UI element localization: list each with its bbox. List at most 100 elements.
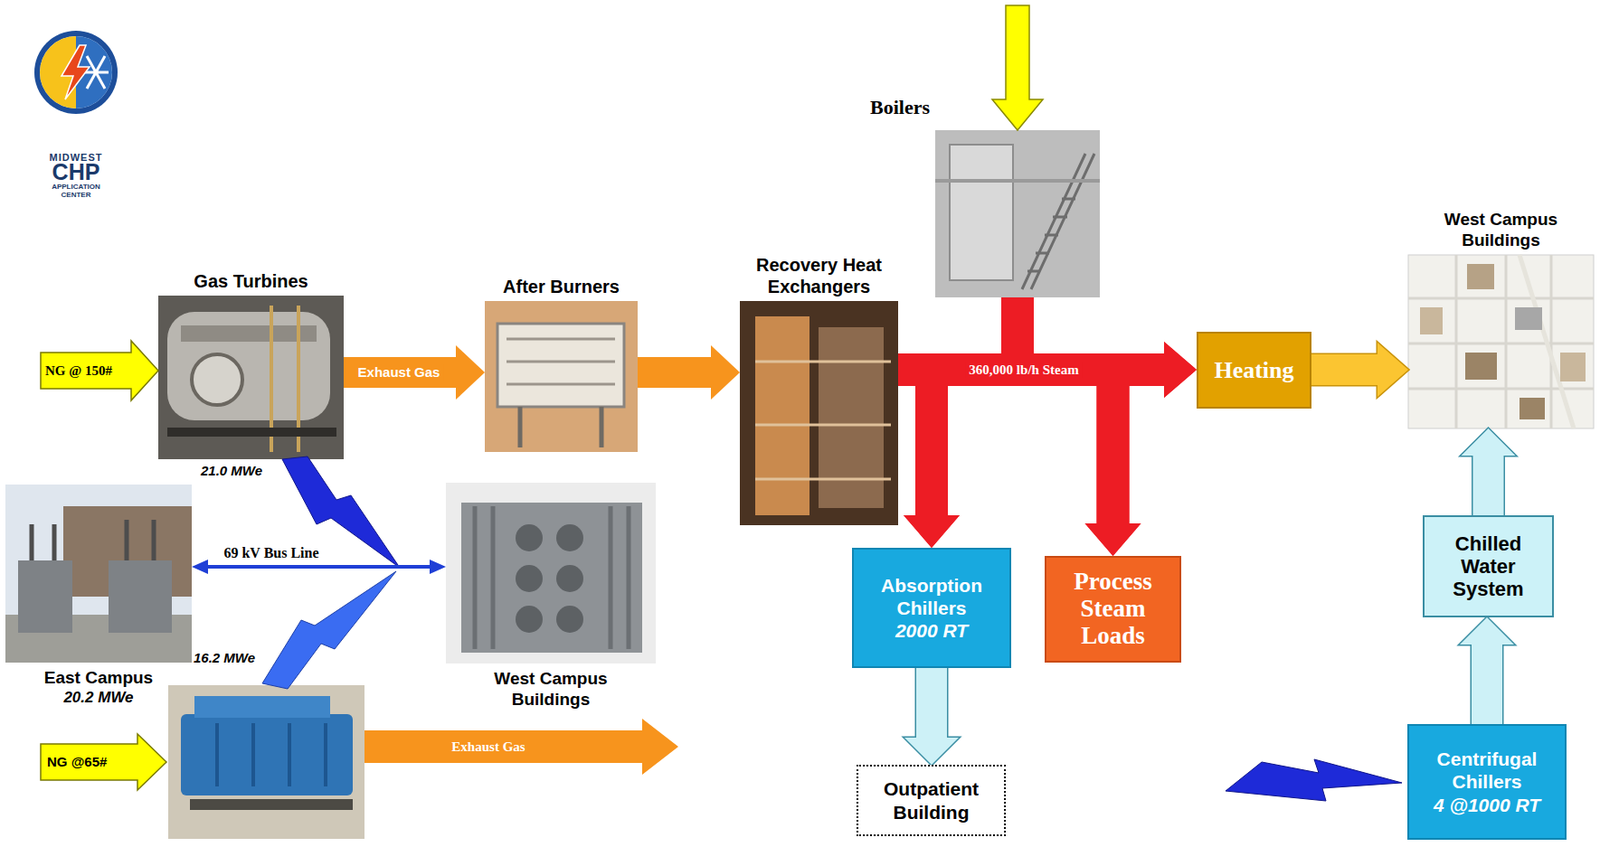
caption-block: Recovery Heat Exchangers (728, 254, 910, 298)
gas-turbine-photo (180, 325, 317, 342)
box-text: Outpatient Building (865, 777, 997, 824)
fuel-inlet-arrow (40, 340, 159, 401)
fuel-inlet-arrow (40, 340, 159, 401)
heat-exchanger-photo (739, 301, 899, 526)
campus-map (1408, 255, 1594, 429)
arrow-head (1164, 341, 1197, 398)
caption-block: West Campus Buildings (1424, 209, 1579, 252)
arrow-head (903, 515, 960, 549)
flow-arrow (637, 345, 740, 400)
flow-arrow (1461, 428, 1516, 516)
logo-text: APPLICATION (30, 183, 122, 192)
logo-text: CENTER (30, 191, 122, 200)
transformer-photo (556, 605, 584, 634)
arrow-shaft (343, 357, 456, 389)
engine-photo (168, 685, 365, 840)
campus-map (1408, 255, 1594, 429)
gas-turbine-photo (167, 427, 337, 437)
connector-label: Exhaust Gas (354, 364, 445, 381)
gas-turbine-photo (191, 354, 243, 406)
transformer-photo (515, 524, 543, 552)
transformer-photo (556, 565, 584, 593)
caption-block: Boilers (870, 95, 930, 120)
logo-emblem (39, 36, 113, 109)
campus-map (1408, 255, 1594, 429)
caption-block: East Campus20.2 MWe (12, 668, 185, 708)
arrow-head (710, 345, 740, 400)
exhaust-arrow (364, 719, 679, 776)
photo-caption: Boilers (870, 95, 930, 120)
arrow-head (1085, 523, 1142, 557)
arrow-head (1459, 617, 1515, 645)
arrow-head (1085, 523, 1142, 557)
gas-turbine-photo (158, 295, 344, 460)
photo-caption: After Burners (471, 275, 653, 298)
heating-box: Heating (1196, 331, 1312, 409)
substation-photo (5, 484, 192, 663)
campus-map (1514, 307, 1543, 331)
arrow-outline (1461, 428, 1516, 456)
arrow-head (455, 345, 485, 400)
engine-photo (189, 799, 353, 811)
transformer-photo (445, 482, 656, 664)
transformer-photo (461, 502, 643, 654)
arrow-shaft (916, 668, 947, 739)
arrow-outline (1311, 353, 1378, 388)
arrow-head (1377, 342, 1409, 398)
boiler-fuel-arrow (992, 5, 1043, 131)
after-burner-photo (484, 301, 638, 453)
transformer-photo: West Campus Buildings (445, 482, 656, 664)
arrow-shaft (1311, 354, 1378, 386)
after-burner-photo (497, 323, 625, 408)
chilled-water-box: Chilled Water System (1422, 515, 1554, 618)
arrow-outline (1470, 644, 1505, 725)
box-text: Absorption Chillers (861, 574, 1003, 620)
heat-exchanger-photo (755, 361, 891, 480)
arrow-shaft (637, 357, 711, 389)
photo-caption: 20.2 MWe (12, 689, 185, 708)
box-text: 2000 RT (895, 619, 968, 643)
campus-map (1519, 397, 1545, 420)
centrifugal-chiller-box: Centrifugal Chillers4 @1000 RT (1407, 724, 1567, 841)
gas-turbine-photo (167, 312, 331, 421)
flow-arrow (1017, 297, 1142, 557)
flow-arrow (904, 668, 959, 766)
transformer-photo (474, 506, 629, 650)
arrow-outline (904, 738, 959, 766)
campus-map (1420, 307, 1443, 335)
transformer-photo (445, 482, 656, 664)
photo-caption: East Campus (12, 668, 185, 690)
engine-photo (194, 696, 331, 719)
boiler-photo (1027, 180, 1084, 272)
flow-arrow (1311, 342, 1409, 398)
after-burner-photo (520, 407, 602, 448)
gas-turbine-photo: Gas Turbines (158, 295, 344, 460)
caption-block: After Burners (471, 275, 653, 298)
arrow-outline (1471, 455, 1506, 516)
arrow-outline (1377, 342, 1409, 398)
transformer-photo (556, 524, 584, 552)
box-text: 4 @1000 RT (1433, 794, 1541, 817)
engine-photo (180, 714, 353, 796)
connector-label: 69 kV Bus Line (219, 544, 322, 562)
boiler-photo (949, 144, 1014, 281)
heat-exchanger-photo (755, 316, 810, 516)
logo-emblem (83, 56, 109, 89)
caption-block: West Campus Buildings (473, 669, 628, 711)
flow-arrow (1459, 617, 1515, 725)
arrow-shaft (1471, 644, 1503, 725)
arrow-head (904, 738, 959, 766)
flow-arrow (903, 297, 1018, 549)
fuel-label: NG @ 150# (45, 362, 113, 379)
campus-map (1519, 255, 1574, 429)
power-bolt (1225, 759, 1402, 802)
substation-photo (108, 560, 172, 634)
power-bolt (262, 571, 397, 690)
arrow-outline (915, 668, 949, 739)
flow-arrow (343, 345, 485, 400)
boiler-fuel-arrow (992, 5, 1043, 131)
power-bolt (262, 571, 397, 690)
campus-map (1467, 264, 1495, 290)
